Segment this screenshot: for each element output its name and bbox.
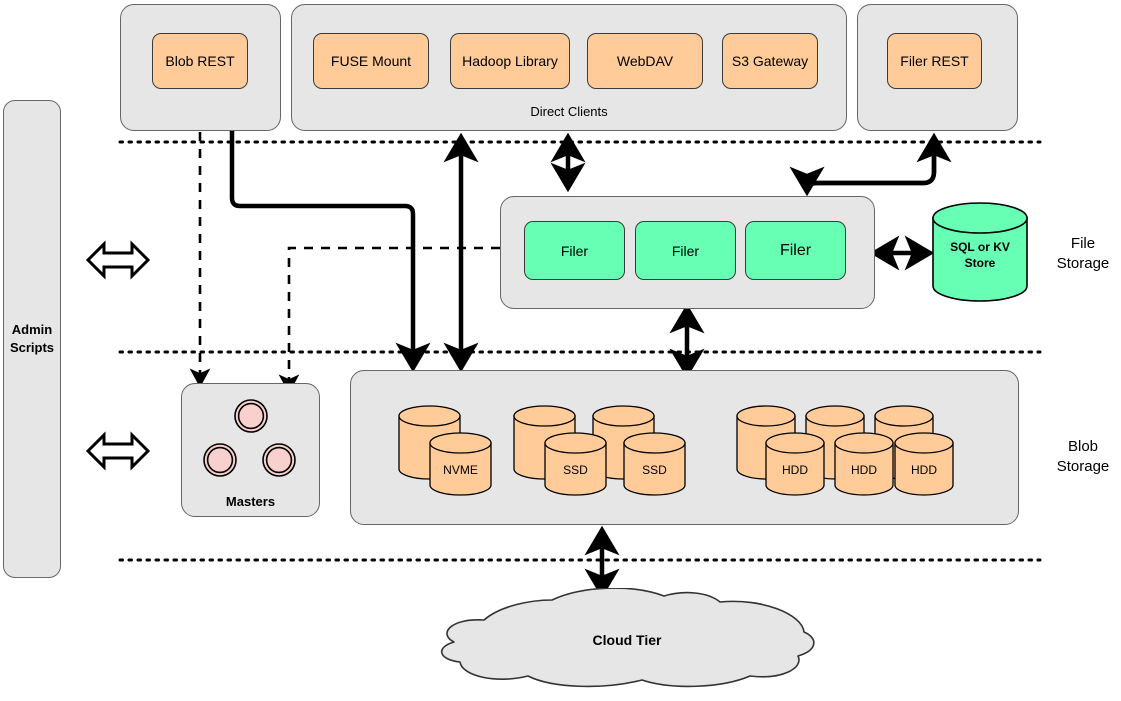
admin-scripts-label-line2: Scripts [9, 340, 55, 355]
solid-connector-blobrest-volumes [229, 130, 431, 373]
direct-clients-caption: Direct Clients [291, 104, 847, 121]
ssd-label: SSD [642, 463, 667, 477]
direct-client-label: WebDAV [616, 53, 674, 69]
hdd-label: HDD [911, 463, 937, 477]
connector-filerrest-filers [789, 132, 952, 197]
admin-scripts-box[interactable]: Admin Scripts [3, 100, 61, 578]
direct-client-s3-gateway[interactable]: S3 Gateway [722, 33, 818, 89]
direct-client-hadoop-library[interactable]: Hadoop Library [450, 33, 570, 89]
filer-node-3[interactable]: Filer [745, 221, 846, 280]
hdd-label: HDD [851, 463, 877, 477]
cloud-shape [441, 588, 815, 688]
volume-group-ssd[interactable]: SSD SSD [513, 405, 688, 497]
nvme-cylinders-shape [398, 405, 492, 496]
direct-client-label: FUSE Mount [330, 53, 412, 69]
filer-rest-node[interactable]: Filer REST [887, 33, 982, 89]
ssd-label: SSD [563, 463, 588, 477]
volume-group-hdd[interactable]: HDD HDD HDD [736, 405, 954, 497]
filer-label: Filer [560, 242, 589, 259]
cloud-tier-node[interactable]: Cloud Tier [432, 588, 822, 688]
masters-label: Masters [225, 494, 276, 509]
filer-node-2[interactable]: Filer [635, 221, 736, 280]
file-storage-tier-label: File Storage [1048, 234, 1118, 275]
filer-rest-label: Filer REST [900, 53, 969, 69]
direct-client-webdav[interactable]: WebDAV [587, 33, 703, 89]
direct-client-label: Hadoop Library [462, 53, 558, 69]
nvme-label: NVME [443, 463, 478, 477]
file-storage-label-line1: File [1070, 235, 1096, 252]
admin-double-arrow-file [85, 240, 151, 280]
admin-double-arrow-blob [85, 431, 151, 471]
direct-client-label: S3 Gateway [731, 53, 809, 69]
blob-storage-label-line1: Blob [1067, 438, 1099, 455]
blob-rest-label: Blob REST [165, 53, 235, 69]
master-nodes-icon [203, 399, 296, 477]
filer-label: Filer [671, 242, 700, 259]
volume-group-nvme[interactable]: NVME [398, 405, 494, 497]
filer-label: Filer [779, 241, 812, 259]
direct-clients-caption-text: Direct Clients [530, 104, 608, 119]
dashed-connector-filer-masters [278, 246, 500, 394]
direct-client-fuse-mount[interactable]: FUSE Mount [313, 33, 429, 89]
ssd-cylinders-shape [513, 405, 686, 496]
metastore-label-line1: SQL or KV [950, 240, 1010, 254]
hdd-label: HDD [782, 463, 808, 477]
blob-rest-node[interactable]: Blob REST [152, 33, 248, 89]
blob-storage-label-line2: Storage [1056, 458, 1110, 476]
blob-storage-tier-label: Blob Storage [1048, 437, 1118, 478]
cloud-tier-label: Cloud Tier [592, 632, 662, 648]
metastore-label-line2: Store [964, 255, 996, 270]
filer-node-1[interactable]: Filer [524, 221, 625, 280]
metastore-cylinder-shape [932, 202, 1028, 302]
masters-content: Masters [181, 383, 320, 517]
metastore-cylinder[interactable]: SQL or KV Store [932, 202, 1028, 302]
file-storage-label-line2: Storage [1056, 255, 1110, 273]
hdd-cylinders-shape [736, 405, 954, 496]
admin-scripts-label-line1: Admin [11, 322, 53, 338]
